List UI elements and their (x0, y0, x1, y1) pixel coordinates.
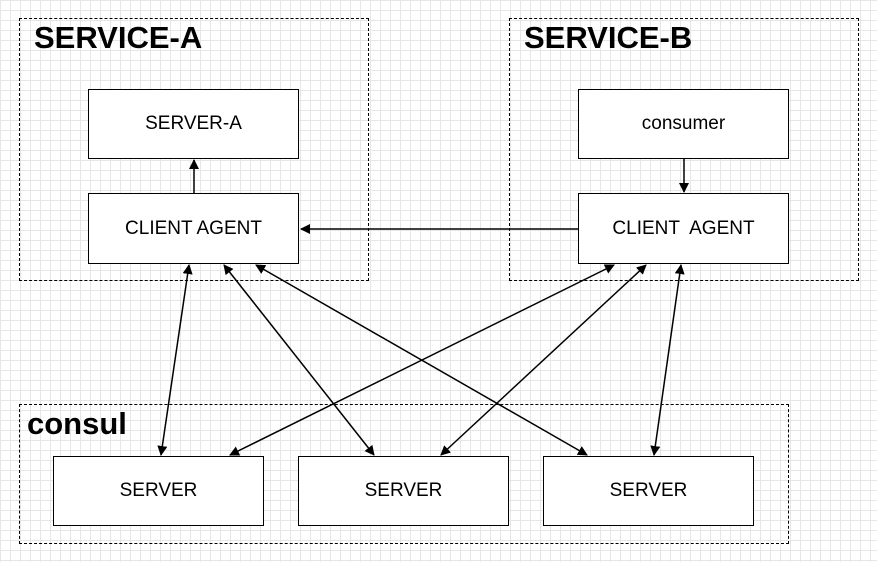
service-b-title: SERVICE-B (524, 20, 693, 55)
consumer-node[interactable]: consumer (578, 89, 789, 159)
client-agent-b-node[interactable]: CLIENT AGENT (578, 193, 789, 264)
server-1-label: SERVER (119, 480, 198, 501)
server-3-node[interactable]: SERVER (543, 456, 754, 526)
server-a-node[interactable]: SERVER-A (88, 89, 299, 159)
consul-title: consul (27, 406, 127, 441)
server-1-node[interactable]: SERVER (53, 456, 264, 526)
client-agent-a-node[interactable]: CLIENT AGENT (88, 193, 299, 264)
server-2-node[interactable]: SERVER (298, 456, 509, 526)
server-3-label: SERVER (609, 480, 688, 501)
consumer-label: consumer (641, 113, 726, 134)
client-agent-a-label: CLIENT AGENT (125, 217, 262, 239)
server-2-label: SERVER (364, 480, 443, 501)
service-a-title: SERVICE-A (34, 20, 203, 55)
service-a-group: SERVICE-A (19, 18, 369, 281)
server-a-label: SERVER-A (145, 113, 242, 134)
client-agent-b-label: CLIENT AGENT (612, 217, 755, 239)
